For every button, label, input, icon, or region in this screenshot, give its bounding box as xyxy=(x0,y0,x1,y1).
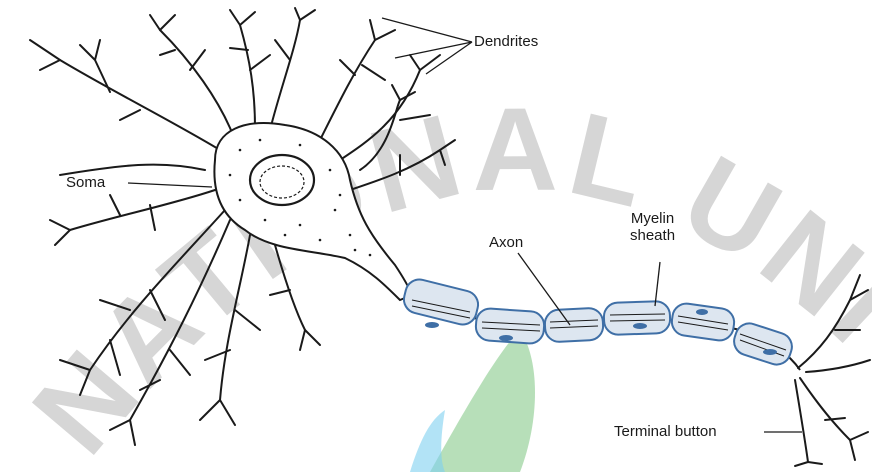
myelin-segment xyxy=(544,308,604,343)
myelin-segment xyxy=(401,277,481,328)
axon-label: Axon xyxy=(489,234,523,251)
myelin-label-line2: sheath xyxy=(630,227,675,244)
soma-leader xyxy=(128,183,212,187)
watermark-blue-swoosh xyxy=(410,410,445,472)
myelin-sheath xyxy=(401,277,796,369)
myelin-label: Myelin sheath xyxy=(630,210,675,244)
myelin-segment xyxy=(603,301,670,335)
dendrites-label: Dendrites xyxy=(474,33,538,50)
myelin-label-line1: Myelin xyxy=(630,210,675,227)
myelin-segment xyxy=(730,320,795,368)
watermark-green-swoosh xyxy=(430,330,535,472)
terminal-button-label: Terminal button xyxy=(614,423,717,440)
soma-label: Soma xyxy=(66,174,105,191)
myelin-leader xyxy=(655,262,660,306)
